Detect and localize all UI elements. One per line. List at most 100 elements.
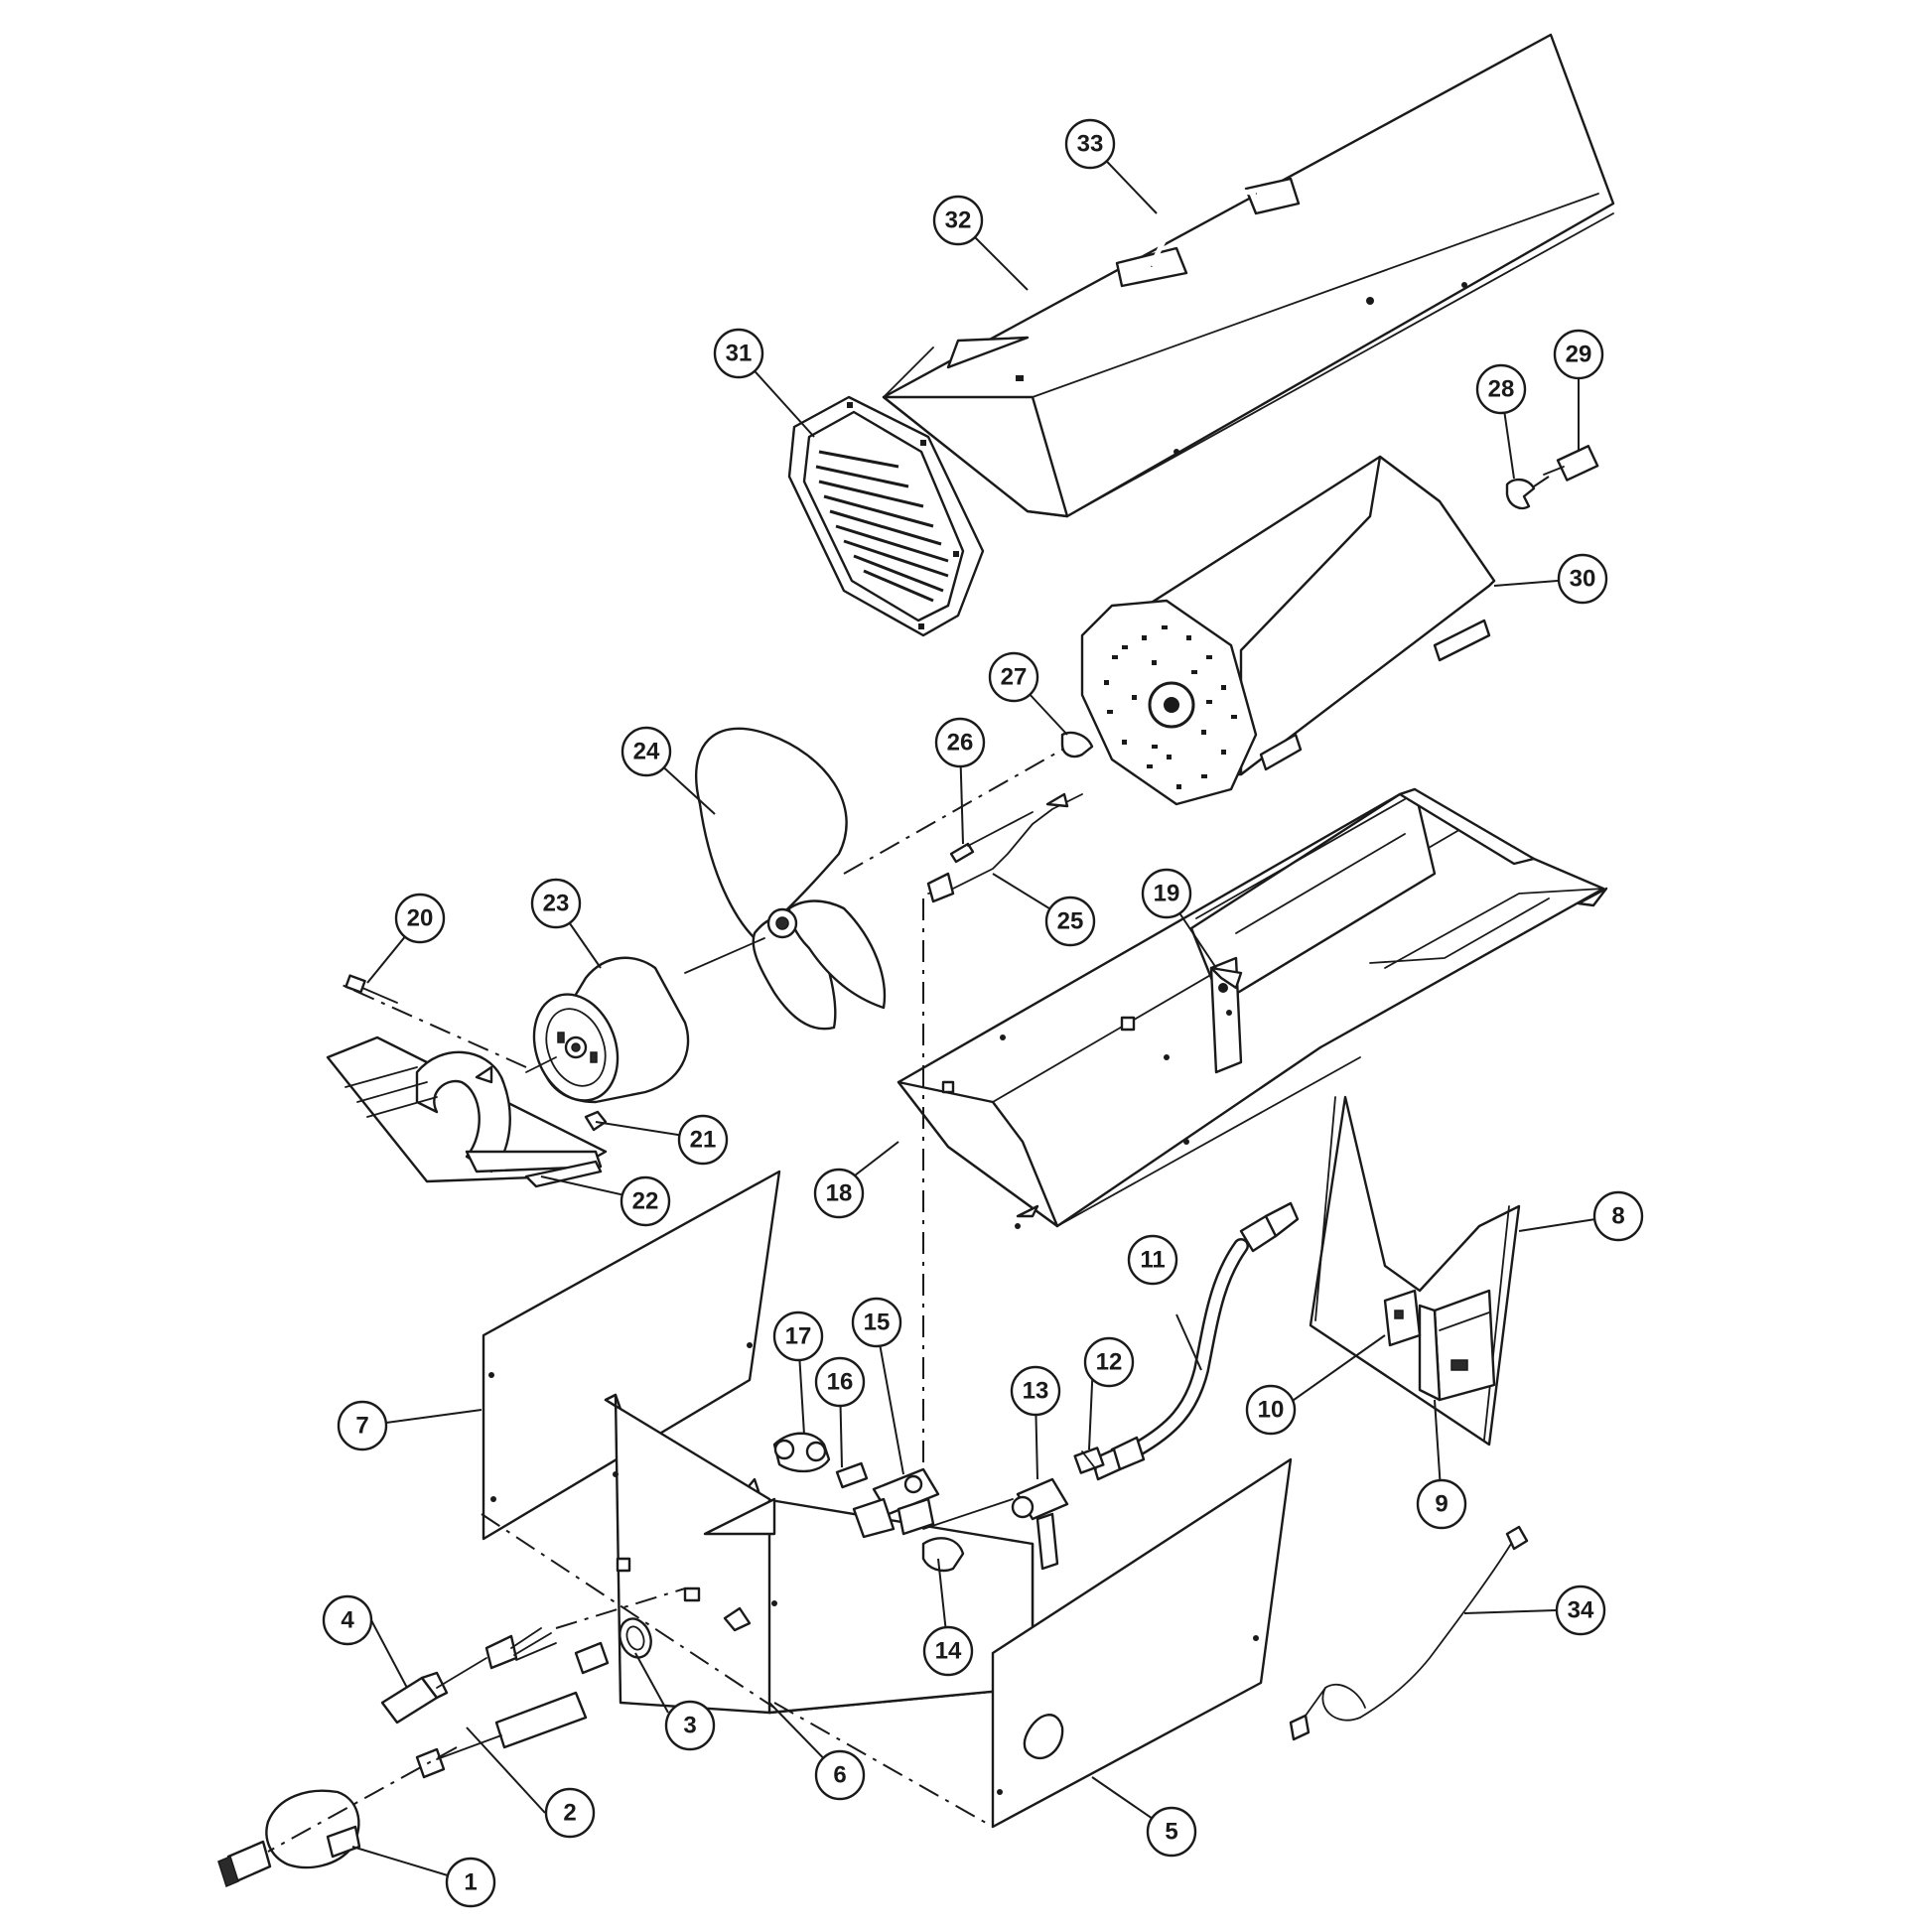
callout-8: 8: [1592, 1190, 1644, 1242]
callout-27: 27: [988, 651, 1039, 703]
callout-6: 6: [814, 1749, 866, 1801]
callout-10: 10: [1245, 1384, 1297, 1436]
callout-4-label: 4: [341, 1607, 354, 1634]
callout-17: 17: [772, 1311, 824, 1362]
part-12-fitting: [1073, 1447, 1105, 1474]
part-20-bolt: [345, 974, 398, 1004]
callout-18: 18: [813, 1168, 865, 1219]
callout-10-label: 10: [1258, 1397, 1285, 1424]
callout-15: 15: [851, 1297, 902, 1348]
callout-11-label: 11: [1140, 1247, 1165, 1274]
part-30-combustion-chamber: [1080, 455, 1496, 806]
callout-25-label: 25: [1057, 908, 1084, 935]
callout-22-label: 22: [632, 1188, 659, 1215]
part-18-lower-housing: [897, 787, 1608, 1229]
callout-12: 12: [1083, 1336, 1135, 1388]
callout-28-label: 28: [1488, 376, 1515, 403]
callout-1: 1: [445, 1857, 496, 1908]
callout-34: 34: [1555, 1585, 1606, 1636]
callout-30: 30: [1557, 553, 1608, 605]
part-29-fitting: [1543, 445, 1599, 482]
callout-19: 19: [1141, 868, 1192, 919]
part-2-hose-fitting: [415, 1641, 610, 1779]
callout-26: 26: [934, 717, 986, 768]
part-21-nut: [584, 1110, 608, 1132]
part-23-motor: [525, 937, 765, 1104]
callout-26-label: 26: [947, 730, 974, 757]
callout-29-label: 29: [1566, 342, 1592, 368]
callout-23: 23: [530, 878, 582, 929]
callout-5-label: 5: [1165, 1819, 1177, 1846]
part-8-control-panel: [1309, 1095, 1521, 1447]
callout-13-label: 13: [1023, 1378, 1049, 1405]
callout-21-label: 21: [690, 1127, 717, 1154]
callout-20: 20: [394, 893, 446, 944]
callout-11: 11: [1127, 1234, 1178, 1286]
callout-14-label: 14: [935, 1638, 962, 1665]
part-25-wire: [926, 792, 1083, 903]
callout-6-label: 6: [833, 1762, 846, 1789]
part-28-clip: [1505, 478, 1536, 510]
callout-3-label: 3: [683, 1713, 696, 1739]
callout-31: 31: [713, 328, 764, 379]
callout-32-label: 32: [945, 207, 972, 234]
callout-2-label: 2: [563, 1800, 576, 1827]
part-14-elbow: [921, 1537, 965, 1573]
callout-9-label: 9: [1435, 1491, 1448, 1518]
part-4-power-cord: [380, 1627, 557, 1725]
part-34-sensor-lead: [1289, 1525, 1529, 1741]
part-9-control: [1418, 1289, 1496, 1402]
part-3-bushing: [619, 1617, 652, 1659]
callout-1-label: 1: [464, 1869, 477, 1896]
callout-28: 28: [1475, 363, 1527, 415]
callout-5: 5: [1146, 1806, 1197, 1858]
callout-34-label: 34: [1568, 1597, 1594, 1624]
part-22-motor-mount: [326, 1035, 608, 1188]
part-32-top-housing: [882, 33, 1615, 518]
callout-14: 14: [922, 1625, 974, 1677]
callout-24-label: 24: [633, 739, 660, 765]
callout-25: 25: [1044, 896, 1096, 947]
assembly-lines: [267, 476, 1550, 1853]
callout-27-label: 27: [1001, 664, 1028, 691]
part-31-front-grille: [787, 395, 985, 637]
part-19-bracket: [1209, 956, 1243, 1074]
callout-16-label: 16: [827, 1369, 854, 1396]
callout-8-label: 8: [1611, 1203, 1624, 1230]
callout-17-label: 17: [785, 1323, 812, 1350]
callout-23-label: 23: [543, 891, 570, 917]
callout-13: 13: [1010, 1365, 1061, 1417]
callout-33: 33: [1064, 118, 1116, 170]
callout-21: 21: [677, 1114, 729, 1166]
callout-12-label: 12: [1096, 1349, 1123, 1376]
part-5-side-panel: [991, 1457, 1293, 1829]
callout-18-label: 18: [826, 1180, 853, 1207]
part-11-hose: [1090, 1201, 1300, 1481]
part-13-valve: [1011, 1477, 1069, 1571]
callout-4: 4: [322, 1594, 373, 1646]
callout-19-label: 19: [1154, 881, 1180, 907]
callout-7: 7: [337, 1400, 388, 1451]
callout-24: 24: [621, 726, 672, 777]
part-15-valve-assembly: [852, 1467, 1014, 1539]
callout-31-label: 31: [726, 341, 753, 367]
part-26-electrode: [949, 811, 1034, 864]
callout-20-label: 20: [407, 905, 434, 932]
part-24-fan-blade: [695, 727, 887, 1031]
part-1-regulator: [217, 1789, 361, 1888]
part-33-handle: [1115, 177, 1301, 288]
callout-29: 29: [1553, 329, 1604, 380]
callout-7-label: 7: [355, 1413, 368, 1440]
part-16-nipple: [835, 1461, 869, 1489]
part-7-side-panel: [482, 1170, 781, 1541]
callout-3: 3: [664, 1700, 716, 1751]
callout-32: 32: [932, 195, 984, 246]
callout-30-label: 30: [1570, 566, 1596, 593]
callout-15-label: 15: [864, 1310, 891, 1336]
part-17-elbow: [772, 1432, 831, 1473]
part-27-clip: [1060, 731, 1094, 759]
callout-33-label: 33: [1077, 131, 1104, 158]
callout-16: 16: [814, 1356, 866, 1408]
callout-2: 2: [544, 1787, 596, 1839]
